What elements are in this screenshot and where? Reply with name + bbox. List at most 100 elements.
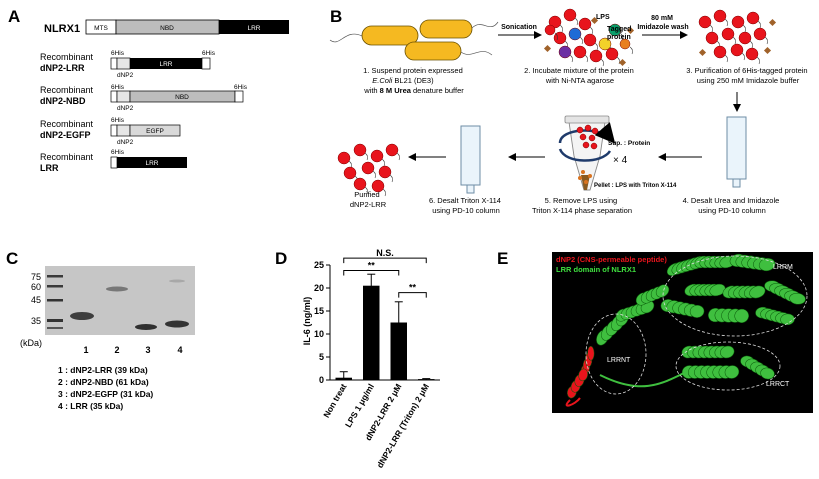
construct-dnp2-egfp: Recombinant dNP2-EGFP 6His EGFP dNP2 bbox=[40, 117, 181, 146]
imidazole-wash-label: 80 mM Imidazole wash bbox=[637, 15, 688, 31]
svg-text:Recombinant: Recombinant bbox=[40, 152, 94, 162]
panel-label-a: A bbox=[8, 7, 20, 26]
y-tick-label-2: 10 bbox=[314, 329, 324, 339]
svg-text:4 : LRR (35 kDa): 4 : LRR (35 kDa) bbox=[58, 401, 123, 411]
times-four-label: × 4 bbox=[613, 155, 628, 166]
svg-text:6His: 6His bbox=[111, 117, 125, 124]
sup-label: Sup. : Protein bbox=[608, 140, 650, 147]
panel-label-b: B bbox=[330, 7, 342, 26]
nlrx1-domain-bar: MTS NBD LRR bbox=[85, 19, 289, 35]
y-tick-label-4: 20 bbox=[314, 283, 324, 293]
protein-structure-image: dNP2 (CNS-permeable peptide) LRR domain … bbox=[552, 252, 813, 413]
svg-text:6His: 6His bbox=[202, 50, 216, 57]
y-tick-label-3: 15 bbox=[314, 306, 324, 316]
bacteria-illustration bbox=[329, 19, 499, 61]
svg-text:NBD: NBD bbox=[175, 94, 189, 101]
construct-dnp2-lrr: Recombinant dNP2-LRR 6His 6His LRR dNP2 bbox=[40, 50, 216, 79]
panel-label-d: D bbox=[275, 249, 287, 268]
label-lrrct: LRRCT bbox=[766, 381, 790, 388]
lane-2-band bbox=[106, 286, 128, 292]
svg-text:Recombinant: Recombinant bbox=[40, 52, 94, 62]
svg-text:dNP2: dNP2 bbox=[117, 72, 134, 79]
pellet-label: Pellet : LPS with Triton X-114 bbox=[594, 183, 677, 189]
kda-label: (kDa) bbox=[20, 338, 42, 348]
svg-text:35: 35 bbox=[31, 316, 41, 326]
lps-label: LPS bbox=[596, 14, 610, 21]
sonication-label: Sonication bbox=[501, 24, 537, 31]
step-6-text: 6. Desalt Triton X-114 using PD-10 colum… bbox=[429, 196, 503, 215]
svg-text:Recombinant: Recombinant bbox=[40, 85, 94, 95]
sds-page-gel bbox=[45, 266, 195, 335]
lane-1-band bbox=[70, 312, 94, 320]
lrr-label: LRR bbox=[247, 25, 260, 32]
svg-text:3 : dNP2-EGFP (31 kDa): 3 : dNP2-EGFP (31 kDa) bbox=[58, 389, 153, 399]
lane-3-band bbox=[135, 324, 157, 330]
nbd-label: NBD bbox=[160, 25, 174, 32]
significance-bracket-2 bbox=[398, 292, 427, 298]
gel-lane-numbers: 1 2 3 4 bbox=[83, 345, 182, 355]
svg-text:1 : dNP2-LRR (39 kDa): 1 : dNP2-LRR (39 kDa) bbox=[58, 365, 148, 375]
svg-text:dNP2-NBD: dNP2-NBD bbox=[40, 96, 86, 106]
svg-text:6His: 6His bbox=[111, 84, 125, 91]
construct-lrr: Recombinant LRR 6His LRR bbox=[40, 149, 187, 173]
tagged-protein-label: Tagged protein bbox=[607, 26, 633, 41]
label-lrrm: LRRM bbox=[773, 264, 793, 271]
y-tick-label-5: 25 bbox=[314, 260, 324, 270]
svg-text:60: 60 bbox=[31, 282, 41, 292]
svg-text:6His: 6His bbox=[234, 84, 248, 91]
svg-text:LRR: LRR bbox=[40, 163, 59, 173]
bar-2 bbox=[390, 322, 407, 380]
svg-text:45: 45 bbox=[31, 295, 41, 305]
bar-1 bbox=[363, 285, 380, 380]
x-tick-label-0: Non treat bbox=[321, 382, 348, 419]
purified-label: Purified dNP2-LRR bbox=[350, 190, 387, 209]
svg-text:6His: 6His bbox=[111, 149, 125, 156]
construct-dnp2-nbd: Recombinant dNP2-NBD 6His 6His NBD dNP2 bbox=[40, 84, 248, 112]
svg-text:dNP2-EGFP: dNP2-EGFP bbox=[40, 130, 91, 140]
mts-label: MTS bbox=[94, 25, 108, 32]
pd10-column-step6 bbox=[460, 125, 481, 194]
y-tick-label-0: 0 bbox=[319, 375, 324, 385]
svg-text:LRR: LRR bbox=[159, 61, 172, 68]
purified-tagged-protein-illustration bbox=[698, 9, 777, 65]
panel-label-e: E bbox=[497, 249, 508, 268]
lane-4-band bbox=[165, 320, 189, 328]
svg-text:dNP2: dNP2 bbox=[117, 139, 134, 146]
svg-text:dNP2: dNP2 bbox=[117, 105, 134, 112]
step-2-text: 2. Incubate mixture of the protein with … bbox=[524, 66, 636, 85]
significance-label-0: ** bbox=[368, 261, 376, 271]
gel-ladder-labels: 75 60 45 35 bbox=[31, 272, 41, 326]
svg-text:dNP2-LRR: dNP2-LRR bbox=[40, 63, 85, 73]
svg-text:75: 75 bbox=[31, 272, 41, 282]
protein-mixture-illustration bbox=[543, 8, 635, 67]
significance-label-1: N.S. bbox=[376, 248, 394, 258]
svg-text:2 : dNP2-NBD (61 kDa): 2 : dNP2-NBD (61 kDa) bbox=[58, 377, 149, 387]
legend-lrr: LRR domain of NLRX1 bbox=[556, 265, 636, 274]
step-4-text: 4. Desalt Urea and Imidazole using PD-10… bbox=[683, 196, 782, 215]
purified-protein-illustration bbox=[337, 143, 400, 197]
label-lrrnt: LRRNT bbox=[607, 357, 631, 364]
svg-text:6His: 6His bbox=[111, 50, 125, 57]
significance-bracket-1 bbox=[343, 257, 427, 264]
nlrx1-title: NLRX1 bbox=[44, 23, 80, 35]
step-5-text: 5. Remove LPS using Triton X-114 phase s… bbox=[532, 196, 632, 215]
gel-legend: 1 : dNP2-LRR (39 kDa) 2 : dNP2-NBD (61 k… bbox=[58, 365, 153, 411]
significance-bracket-0 bbox=[343, 270, 400, 276]
panel-label-c: C bbox=[6, 249, 18, 268]
step-3-text: 3. Purification of 6His-tagged protein u… bbox=[686, 66, 809, 85]
svg-text:LRR: LRR bbox=[145, 160, 158, 167]
svg-text:Recombinant: Recombinant bbox=[40, 119, 94, 129]
svg-text:4: 4 bbox=[177, 345, 182, 355]
svg-text:1: 1 bbox=[83, 345, 88, 355]
eppendorf-tube-illustration bbox=[558, 115, 616, 191]
y-tick-label-1: 5 bbox=[319, 352, 324, 362]
svg-text:EGFP: EGFP bbox=[146, 128, 164, 135]
svg-text:2: 2 bbox=[114, 345, 119, 355]
pd10-column-step4 bbox=[726, 116, 747, 188]
step-1-text: 1. Suspend protein expressed E.Coli BL21… bbox=[363, 66, 465, 95]
legend-dnp2: dNP2 (CNS-permeable peptide) bbox=[556, 255, 667, 264]
significance-label-2: ** bbox=[409, 283, 417, 293]
x-tick-label-3: dNP2-LRR (Triton) 2 μM bbox=[375, 382, 431, 470]
